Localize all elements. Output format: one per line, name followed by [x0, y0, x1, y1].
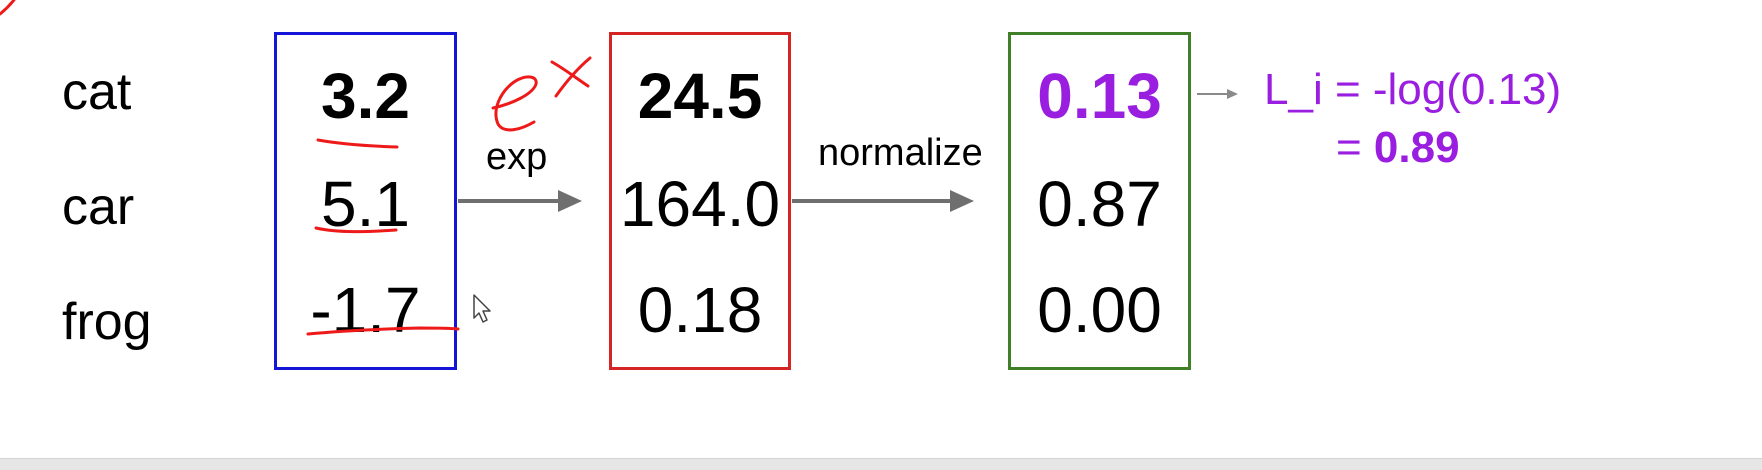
- loss-result-value: 0.89: [1373, 123, 1460, 172]
- class-label-frog: frog: [62, 293, 152, 351]
- class-label-cat: cat: [62, 63, 132, 121]
- class-label-car: car: [62, 178, 135, 236]
- score-cat: 3.2: [321, 60, 410, 132]
- exp-box: [609, 32, 791, 370]
- loss-result-prefix: =: [1336, 123, 1374, 172]
- handwritten-ex-annotation: [491, 56, 592, 132]
- arrow-exp: [458, 190, 582, 212]
- mouse-cursor-icon: [473, 294, 491, 323]
- scores-box: [274, 32, 457, 370]
- prob-cat: 0.13: [1037, 60, 1162, 132]
- arrow-loss: [1197, 89, 1238, 99]
- probability-box: [1008, 32, 1191, 370]
- exp-label: exp: [486, 136, 548, 178]
- exp-frog: 0.18: [637, 274, 763, 346]
- score-car: 5.1: [321, 168, 410, 240]
- arrow-normalize: [792, 190, 974, 212]
- normalize-label: normalize: [818, 132, 983, 174]
- prob-car: 0.87: [1037, 168, 1162, 240]
- exp-car: 164.0: [619, 168, 781, 240]
- exp-cat: 24.5: [637, 60, 763, 132]
- loss-formula: L_i = -log(0.13): [1264, 65, 1562, 114]
- bottom-scrollbar-strip: [0, 458, 1762, 470]
- prob-frog: 0.00: [1037, 274, 1162, 346]
- red-corner-mark: [0, 0, 16, 16]
- loss-result: = 0.89: [1336, 126, 1460, 170]
- score-frog: -1.7: [310, 274, 421, 346]
